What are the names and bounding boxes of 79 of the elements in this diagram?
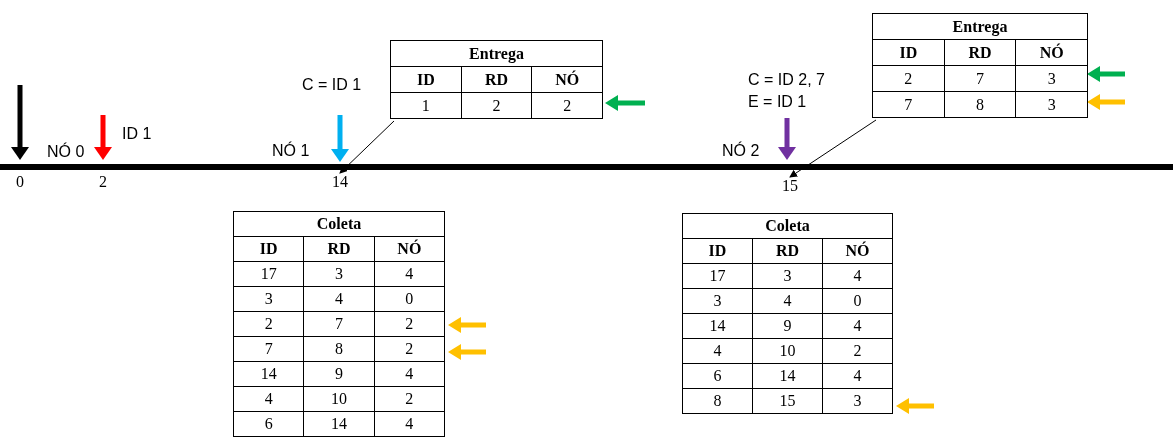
column-header: NÓ — [823, 239, 892, 263]
table-value: 14 — [683, 314, 752, 338]
table-value: 7 — [304, 312, 374, 336]
table-value: 2 — [374, 312, 444, 336]
table-value: 0 — [374, 287, 444, 311]
column-header: ID — [391, 67, 461, 92]
table-value: 3 — [304, 262, 374, 286]
table-value: 14 — [753, 364, 822, 388]
table-value: 4 — [753, 289, 822, 313]
table-value: 7 — [944, 66, 1016, 91]
table-value: 14 — [304, 412, 374, 436]
data-table — [872, 13, 1088, 118]
table-value: 17 — [234, 262, 304, 286]
table-title: Entrega — [873, 14, 1087, 39]
table-value: 2 — [461, 93, 532, 118]
annotation: C = ID 2, 7 — [748, 71, 825, 89]
node-label: NÓ 1 — [272, 142, 310, 160]
table-value: 15 — [753, 389, 822, 413]
table-value: 2 — [374, 387, 444, 411]
column-header: NÓ — [532, 67, 602, 92]
table-value: 4 — [374, 412, 444, 436]
column-header: RD — [461, 67, 532, 92]
column-header: RD — [753, 239, 822, 263]
table-value: 10 — [304, 387, 374, 411]
table-value: 3 — [1016, 92, 1087, 117]
table-value: 2 — [234, 312, 304, 336]
time-value: 14 — [332, 173, 348, 191]
column-header: ID — [873, 40, 944, 65]
column-header: RD — [304, 237, 374, 261]
table-value: 9 — [753, 314, 822, 338]
table-value: 0 — [823, 289, 892, 313]
table-value: 4 — [374, 262, 444, 286]
table-value: 6 — [234, 412, 304, 436]
table-value: 4 — [234, 387, 304, 411]
leader-line — [339, 120, 395, 174]
table-title: Entrega — [391, 41, 602, 66]
table-value: 17 — [683, 264, 752, 288]
time-value: 0 — [16, 173, 24, 191]
table-title: Coleta — [234, 212, 444, 236]
node-label: NÓ 2 — [722, 142, 760, 160]
table-value: 7 — [234, 337, 304, 361]
table-value: 10 — [753, 339, 822, 363]
table-value: 4 — [823, 264, 892, 288]
table-title: Coleta — [683, 214, 892, 238]
column-header: ID — [234, 237, 304, 261]
annotation: E = ID 1 — [748, 93, 807, 111]
table-value: 4 — [374, 362, 444, 386]
table-value: 8 — [304, 337, 374, 361]
annotation: C = ID 1 — [302, 76, 362, 94]
table-value: 2 — [374, 337, 444, 361]
node-label: NÓ 0 — [47, 143, 85, 161]
column-header: RD — [944, 40, 1016, 65]
table-value: 9 — [304, 362, 374, 386]
table-value: 8 — [944, 92, 1016, 117]
table-value: 3 — [823, 389, 892, 413]
time-value: 15 — [782, 177, 798, 195]
table-value: 14 — [234, 362, 304, 386]
table-value: 2 — [873, 66, 944, 91]
table-value: 2 — [823, 339, 892, 363]
column-header: NÓ — [1016, 40, 1087, 65]
leader-line — [789, 119, 877, 178]
table-value: 8 — [683, 389, 752, 413]
table-value: 3 — [753, 264, 822, 288]
table-value: 1 — [391, 93, 461, 118]
table-value: 3 — [1016, 66, 1087, 91]
table-value: 4 — [304, 287, 374, 311]
time-value: 2 — [99, 173, 107, 191]
column-header: NÓ — [374, 237, 444, 261]
table-value: 3 — [234, 287, 304, 311]
table-value: 2 — [532, 93, 602, 118]
table-value: 7 — [873, 92, 944, 117]
data-table — [390, 40, 603, 119]
column-header: ID — [683, 239, 752, 263]
table-value: 4 — [823, 364, 892, 388]
table-value: 3 — [683, 289, 752, 313]
table-value: 6 — [683, 364, 752, 388]
table-value: 4 — [683, 339, 752, 363]
annotation: ID 1 — [122, 125, 152, 143]
table-value: 4 — [823, 314, 892, 338]
